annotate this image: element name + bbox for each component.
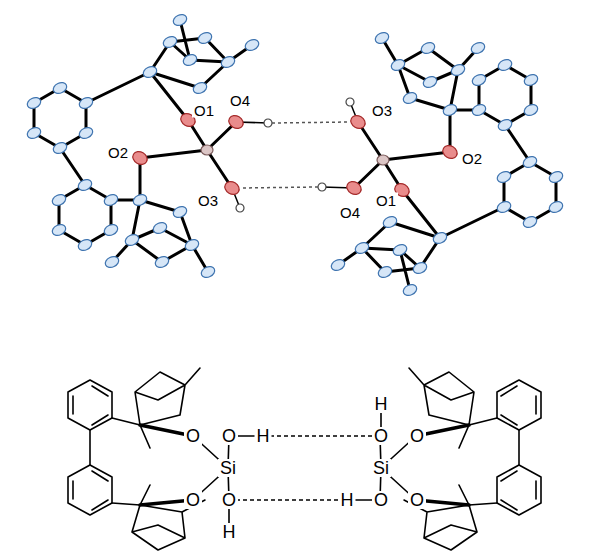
- atom-label: O: [220, 491, 238, 509]
- structure-formula: [380, 368, 541, 550]
- atom-label: H: [255, 427, 272, 445]
- structure-formula: [68, 368, 229, 550]
- atom-label: O4: [338, 205, 362, 220]
- atom-label: Si: [218, 459, 238, 477]
- atom-label: O3: [370, 103, 394, 118]
- ortep-molecule: [26, 13, 272, 280]
- atom-label: O: [408, 427, 426, 445]
- atom-label: O4: [228, 93, 252, 108]
- ortep-molecule: [318, 31, 564, 298]
- atom-label: O1: [192, 103, 216, 118]
- atom-label: O: [372, 427, 390, 445]
- atom-label: O2: [460, 151, 484, 166]
- atom-label: O2: [106, 145, 130, 160]
- hydrogen-bond: [240, 122, 350, 188]
- atom-label: H: [221, 523, 238, 541]
- atom-label: Si: [371, 459, 391, 477]
- atom-label: H: [373, 395, 390, 413]
- oh-bond: [229, 404, 381, 532]
- atom-label: O1: [374, 193, 398, 208]
- hydrogen-bond: [229, 436, 381, 500]
- atom-label: O: [184, 491, 202, 509]
- atom-label: O3: [196, 193, 220, 208]
- atom-label: O: [408, 491, 426, 509]
- atom-label: H: [339, 491, 356, 509]
- atom-label: O: [372, 491, 390, 509]
- atom-label: O: [184, 427, 202, 445]
- atom-label: O: [220, 427, 238, 445]
